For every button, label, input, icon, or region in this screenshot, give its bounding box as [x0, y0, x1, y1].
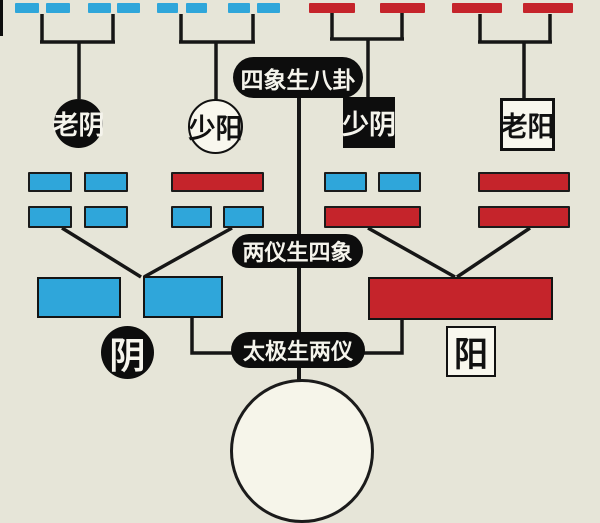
diagonal-laoyang-to-yang: [456, 226, 531, 279]
bracket-shaoyin: [330, 13, 404, 97]
four-image-lines-shaoyin: [324, 172, 421, 228]
digram-line-yang: [324, 206, 421, 228]
digram-row: [324, 206, 421, 228]
trigram-line-yin: [257, 3, 280, 13]
diagonal-shaoyin-to-yang: [367, 226, 456, 279]
digram-line-yang: [478, 206, 570, 228]
elbow-yang-to-taiji-pill: [363, 320, 404, 355]
trigram-line-yin: [157, 3, 178, 13]
yin-line-segment-right: [143, 276, 223, 318]
digram-row: [28, 172, 128, 192]
stage-pill-two-forms-to-four-images: 两仪生四象: [232, 234, 363, 268]
elbow-yin-to-taiji-pill: [190, 318, 233, 355]
yang-line-bar: [368, 277, 553, 320]
trigram-line-yin: [15, 3, 39, 13]
bracket-laoyin: [40, 14, 115, 99]
stage-pill-four-images-to-bagua: 四象生八卦: [233, 57, 363, 98]
digram-line-yin: [223, 206, 264, 228]
digram-line-yin: [84, 172, 128, 192]
trigram-line-yin: [186, 3, 207, 13]
trigram-line-yang: [452, 3, 502, 13]
four-image-lines-shaoyang: [171, 172, 264, 228]
bracket-laoyang: [478, 14, 552, 98]
digram-row: [478, 206, 570, 228]
stage-pill-taiji-to-two-forms: 太极生两仪: [231, 332, 365, 368]
trigram-line-yin: [88, 3, 111, 13]
digram-line-yin: [28, 206, 72, 228]
node-shaoyang: 少阳: [188, 99, 243, 154]
digram-line-yin: [324, 172, 367, 192]
trigram-line-yin: [46, 3, 70, 13]
trigram-line-yin: [117, 3, 140, 13]
node-yang: 阳: [446, 326, 496, 377]
trigram-row: [0, 3, 600, 13]
digram-line-yin: [171, 206, 212, 228]
edge-artifact: [0, 0, 3, 36]
node-laoyin: 老阴: [53, 99, 105, 148]
node-laoyang: 老阳: [500, 98, 555, 151]
digram-row: [171, 172, 264, 192]
trigram-line-yin: [228, 3, 250, 13]
node-yin: 阴: [101, 326, 154, 379]
diagonal-laoyin-to-yin: [61, 226, 142, 279]
node-shaoyin: 少阴: [342, 97, 396, 148]
digram-row: [478, 172, 570, 192]
digram-line-yang: [171, 172, 264, 192]
yin-line-segment-left: [37, 277, 121, 318]
trigram-line-yang: [380, 3, 425, 13]
four-image-lines-laoyang: [478, 172, 570, 228]
bracket-shaoyang: [179, 14, 255, 100]
digram-row: [324, 172, 421, 192]
digram-line-yang: [478, 172, 570, 192]
four-image-lines-laoyin: [28, 172, 128, 228]
digram-line-yin: [28, 172, 72, 192]
digram-line-yin: [378, 172, 421, 192]
digram-line-yin: [84, 206, 128, 228]
digram-row: [28, 206, 128, 228]
taiji-circle: [230, 379, 374, 523]
trigram-line-yang: [523, 3, 573, 13]
digram-row: [171, 206, 264, 228]
diagonal-shaoyang-to-yin: [143, 226, 233, 279]
trigram-line-yang: [309, 3, 355, 13]
